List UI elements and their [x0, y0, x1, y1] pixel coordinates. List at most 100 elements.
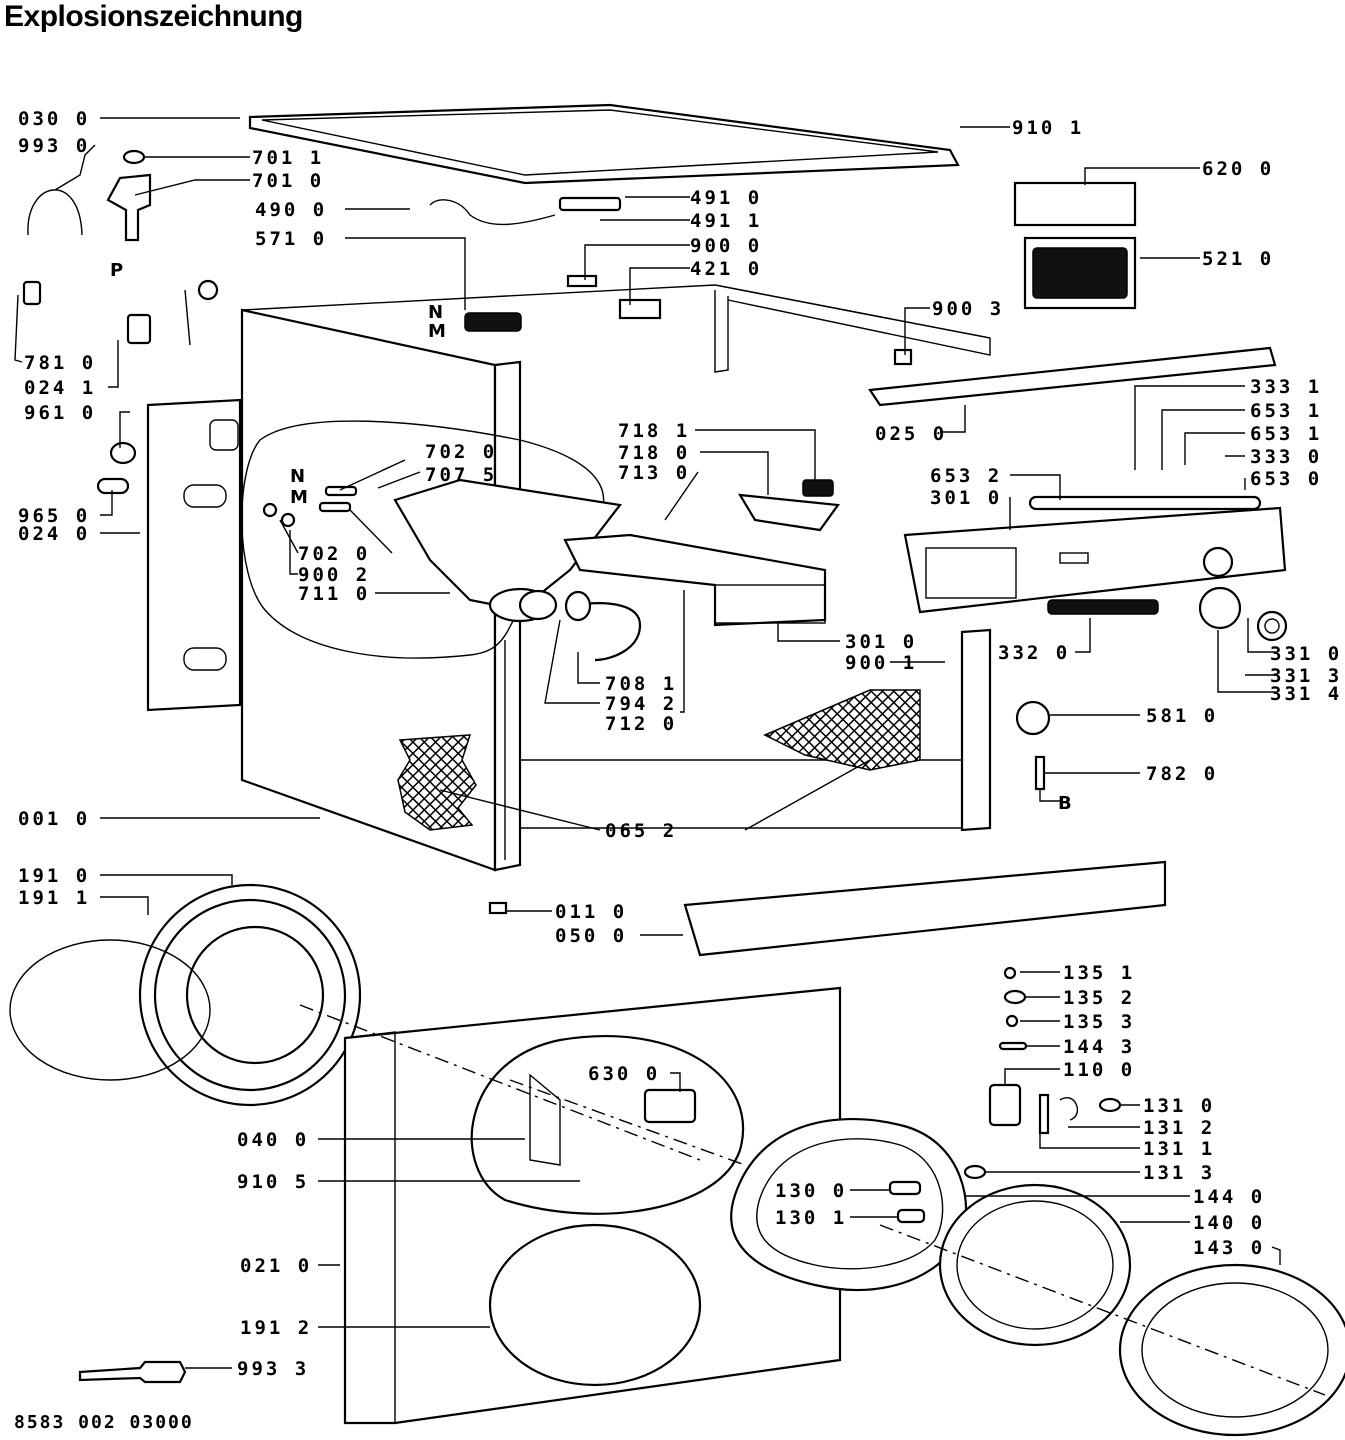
part-label: 630 0 [588, 1063, 660, 1085]
part-label: 131 0 [1143, 1095, 1215, 1117]
part-label: 701 0 [252, 170, 324, 192]
part-label: 021 0 [240, 1255, 312, 1277]
part-label: 701 1 [252, 147, 324, 169]
electronic-module-620 [1013, 181, 1137, 227]
part-label: 191 1 [18, 887, 90, 909]
part-label: 421 0 [690, 258, 762, 280]
control-panel-part [903, 506, 1287, 614]
part-label: 333 0 [1250, 446, 1322, 468]
dispenser-hose-part [574, 602, 642, 662]
part-label: 653 2 [930, 465, 1002, 487]
part-label: 131 2 [1143, 1117, 1215, 1139]
part-label: 110 0 [1063, 1059, 1135, 1081]
door-outer-ring [1118, 1263, 1345, 1437]
letter-markers: N M N M P B [110, 260, 1072, 814]
part-label: 521 0 [1202, 248, 1274, 270]
insulation-mesh-left [397, 734, 477, 831]
cabinet-right-post [960, 628, 992, 832]
part-label: 491 1 [690, 210, 762, 232]
part-label: 030 0 [18, 108, 90, 130]
part-label: 910 5 [237, 1171, 309, 1193]
part-label: 718 1 [618, 420, 690, 442]
part-label: 024 0 [18, 523, 90, 545]
rear-panel-part [146, 398, 242, 712]
plinth-part [683, 860, 1167, 957]
part-label: 040 0 [237, 1129, 309, 1151]
part-label: 993 0 [18, 135, 90, 157]
drawing-parts [9, 103, 1345, 1437]
part-label: 581 0 [1146, 705, 1218, 727]
part-label: 900 0 [690, 235, 762, 257]
part-label: 571 0 [255, 228, 327, 250]
part-label: 708 1 [605, 673, 677, 695]
part-label: 620 0 [1202, 158, 1274, 180]
part-label: 331 3 [1270, 665, 1342, 687]
part-label: 910 1 [1012, 117, 1084, 139]
marker-p: P [110, 260, 123, 281]
inner-seal-ring [488, 1223, 702, 1387]
part-label: 050 0 [555, 925, 627, 947]
part-label: 781 0 [24, 352, 96, 374]
part-label: 900 2 [298, 564, 370, 586]
part-label: 707 5 [425, 464, 497, 486]
part-label: 301 0 [845, 631, 917, 653]
part-label: 702 0 [425, 441, 497, 463]
dispenser-housing-part [393, 478, 623, 612]
part-label: 332 0 [998, 642, 1070, 664]
part-label: 301 0 [930, 487, 1002, 509]
part-label: 065 2 [605, 820, 677, 842]
part-label: 144 3 [1063, 1036, 1135, 1058]
part-label: 130 0 [775, 1180, 847, 1202]
marker-m-mid: M [290, 487, 308, 508]
part-label: 965 0 [18, 505, 90, 527]
part-label: 143 0 [1193, 1237, 1265, 1259]
part-label: 001 0 [18, 808, 90, 830]
part-label: 135 3 [1063, 1011, 1135, 1033]
part-label: 333 1 [1250, 376, 1322, 398]
marker-m-top: M [428, 321, 446, 342]
part-label: 711 0 [298, 583, 370, 605]
part-label: 653 1 [1250, 400, 1322, 422]
part-label: 131 1 [1143, 1138, 1215, 1160]
part-label: 702 0 [298, 543, 370, 565]
part-label: 993 3 [237, 1358, 309, 1380]
marker-n-top: N [428, 302, 443, 323]
part-label: 140 0 [1193, 1212, 1265, 1234]
part-label: 653 1 [1250, 423, 1322, 445]
part-label: 025 0 [875, 423, 947, 445]
part-label: 782 0 [1146, 763, 1218, 785]
door-glass [938, 1183, 1132, 1347]
part-label: 712 0 [605, 713, 677, 735]
part-label: 490 0 [255, 199, 327, 221]
part-label: 130 1 [775, 1207, 847, 1229]
part-label: 794 2 [605, 693, 677, 715]
part-label: 331 0 [1270, 643, 1342, 665]
part-label: 131 3 [1143, 1162, 1215, 1184]
part-label: 653 0 [1250, 468, 1322, 490]
part-label: 191 0 [18, 865, 90, 887]
part-label: 718 0 [618, 442, 690, 464]
part-label: 024 1 [24, 377, 96, 399]
part-labels: 030 0 993 0 701 1 701 0 490 0 571 0 491 … [18, 108, 1342, 1380]
panel-support-bar [868, 346, 1277, 407]
part-label: 713 0 [618, 462, 690, 484]
marker-b: B [1058, 793, 1072, 814]
part-label: 191 2 [240, 1317, 312, 1339]
leader-lines [14, 117, 1281, 1369]
part-label: 331 4 [1270, 683, 1342, 705]
part-label: 135 2 [1063, 987, 1135, 1009]
part-label: 900 1 [845, 652, 917, 674]
top-cover-part [248, 103, 960, 185]
marker-n-mid: N [290, 466, 305, 487]
part-label: 011 0 [555, 901, 627, 923]
water-valve-part [106, 173, 152, 242]
part-label: 961 0 [24, 402, 96, 424]
part-label: 144 0 [1193, 1186, 1265, 1208]
part-label: 900 3 [932, 298, 1004, 320]
diagram-title: Explosionszeichnung [4, 0, 303, 33]
part-label: 491 0 [690, 187, 762, 209]
drawing-number: 8583 002 03000 [14, 1412, 194, 1433]
insulation-mesh-right [763, 689, 921, 771]
part-label: 135 1 [1063, 962, 1135, 984]
